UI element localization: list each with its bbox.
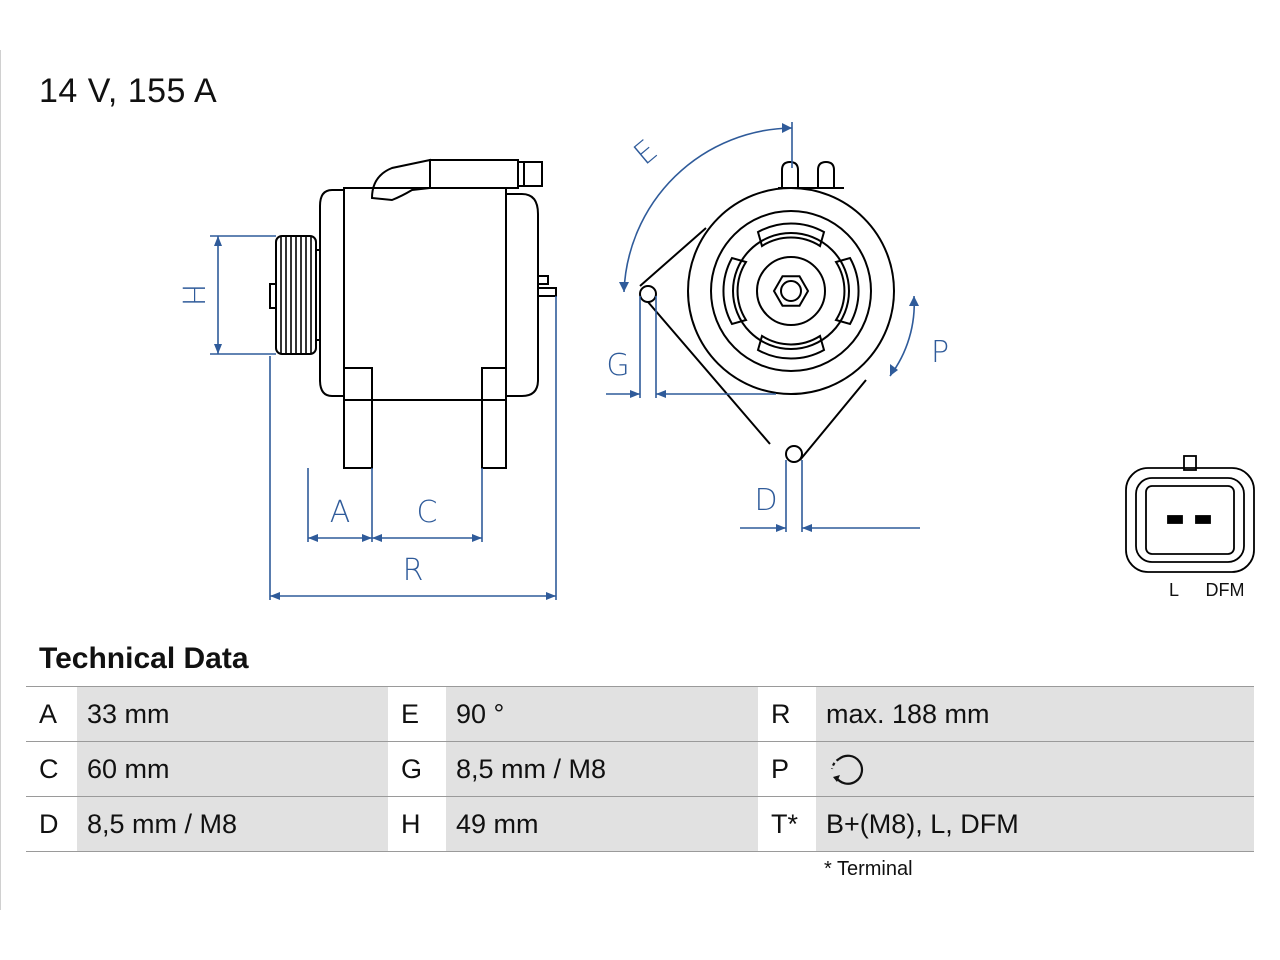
pin-dfm <box>1195 515 1211 524</box>
spec-key: A <box>26 686 77 742</box>
spec-value: 8,5 mm / M8 <box>77 796 388 852</box>
regulator-tube <box>370 158 431 202</box>
spec-key: G <box>388 741 446 797</box>
dim-label-e: E <box>627 133 664 172</box>
spec-key: T* <box>758 796 816 852</box>
connector-shell <box>1125 467 1255 573</box>
spec-value: 33 mm <box>77 686 388 742</box>
terminal-footnote: * Terminal <box>824 858 913 880</box>
dim-label-a: A <box>330 495 351 530</box>
mount-hole-d <box>785 445 803 463</box>
terminal-stud <box>537 287 557 297</box>
mounting-flange <box>639 227 867 461</box>
technical-data-table: A 33 mm E 90 ° R max. 188 mm C 60 mm G 8… <box>26 686 1254 852</box>
front-housing <box>319 189 345 397</box>
shaft-nut <box>772 275 810 307</box>
rear-stud-2 <box>817 160 835 188</box>
section-title: Technical Data <box>39 642 249 675</box>
spec-key: H <box>388 796 446 852</box>
spec-value-rotation <box>816 741 1254 797</box>
connector-cap <box>517 161 543 187</box>
spec-key: D <box>26 796 77 852</box>
spec-key: R <box>758 686 816 742</box>
dimension-lines <box>210 122 920 600</box>
terminal-bplus <box>537 275 549 285</box>
dim-label-g: G <box>606 348 629 383</box>
side-view <box>269 158 557 469</box>
spec-key: C <box>26 741 77 797</box>
spec-value: 8,5 mm / M8 <box>446 741 758 797</box>
spec-key: E <box>388 686 446 742</box>
rear-stud-1 <box>781 160 799 188</box>
table-row: D 8,5 mm / M8 H 49 mm T* B+(M8), L, DFM <box>26 796 1254 852</box>
pin-l <box>1167 515 1183 524</box>
end-ring-inner <box>732 232 850 350</box>
spec-value: 90 ° <box>446 686 758 742</box>
page-edge-rule <box>0 50 1 910</box>
vent-slot-bottom <box>756 334 826 360</box>
table-row: A 33 mm E 90 ° R max. 188 mm <box>26 686 1254 742</box>
dim-label-h: H <box>175 284 210 307</box>
dim-label-c: C <box>417 495 438 530</box>
table-row: C 60 mm G 8,5 mm / M8 P <box>26 741 1254 797</box>
spec-value: B+(M8), L, DFM <box>816 796 1254 852</box>
mounting-foot-front <box>343 367 373 469</box>
pulley-grooves <box>280 236 312 354</box>
pin-label-dfm: DFM <box>1206 580 1245 600</box>
dim-label-r: R <box>403 553 424 588</box>
rear-cover <box>505 193 539 397</box>
spec-value: max. 188 mm <box>816 686 1254 742</box>
dim-label-d: D <box>754 483 777 518</box>
end-ring-outer <box>710 210 872 372</box>
connector-pinout <box>1125 455 1255 573</box>
dimension-arrowheads <box>214 123 919 600</box>
spec-value: 60 mm <box>77 741 388 797</box>
spec-value: 49 mm <box>446 796 758 852</box>
end-housing <box>687 187 895 395</box>
spec-key: P <box>758 741 816 797</box>
vent-slot-right <box>834 256 860 326</box>
pin-label-l: L <box>1169 580 1179 600</box>
end-view <box>634 160 895 470</box>
mounting-foot-rear <box>481 367 507 469</box>
vent-slot-top <box>756 222 826 248</box>
mount-hole-g <box>639 285 657 303</box>
dim-label-p: P <box>931 335 949 370</box>
pulley-nut <box>269 283 277 309</box>
end-boss <box>756 256 826 326</box>
clockwise-rotation-icon <box>830 754 864 785</box>
vent-slot-left <box>722 256 748 326</box>
regulator-housing <box>429 159 519 189</box>
shaft-end <box>780 280 802 302</box>
alternator-dimension-drawing: H A C R E G D P L DFM <box>175 122 1255 600</box>
product-rating-title: 14 V, 155 A <box>39 72 218 110</box>
